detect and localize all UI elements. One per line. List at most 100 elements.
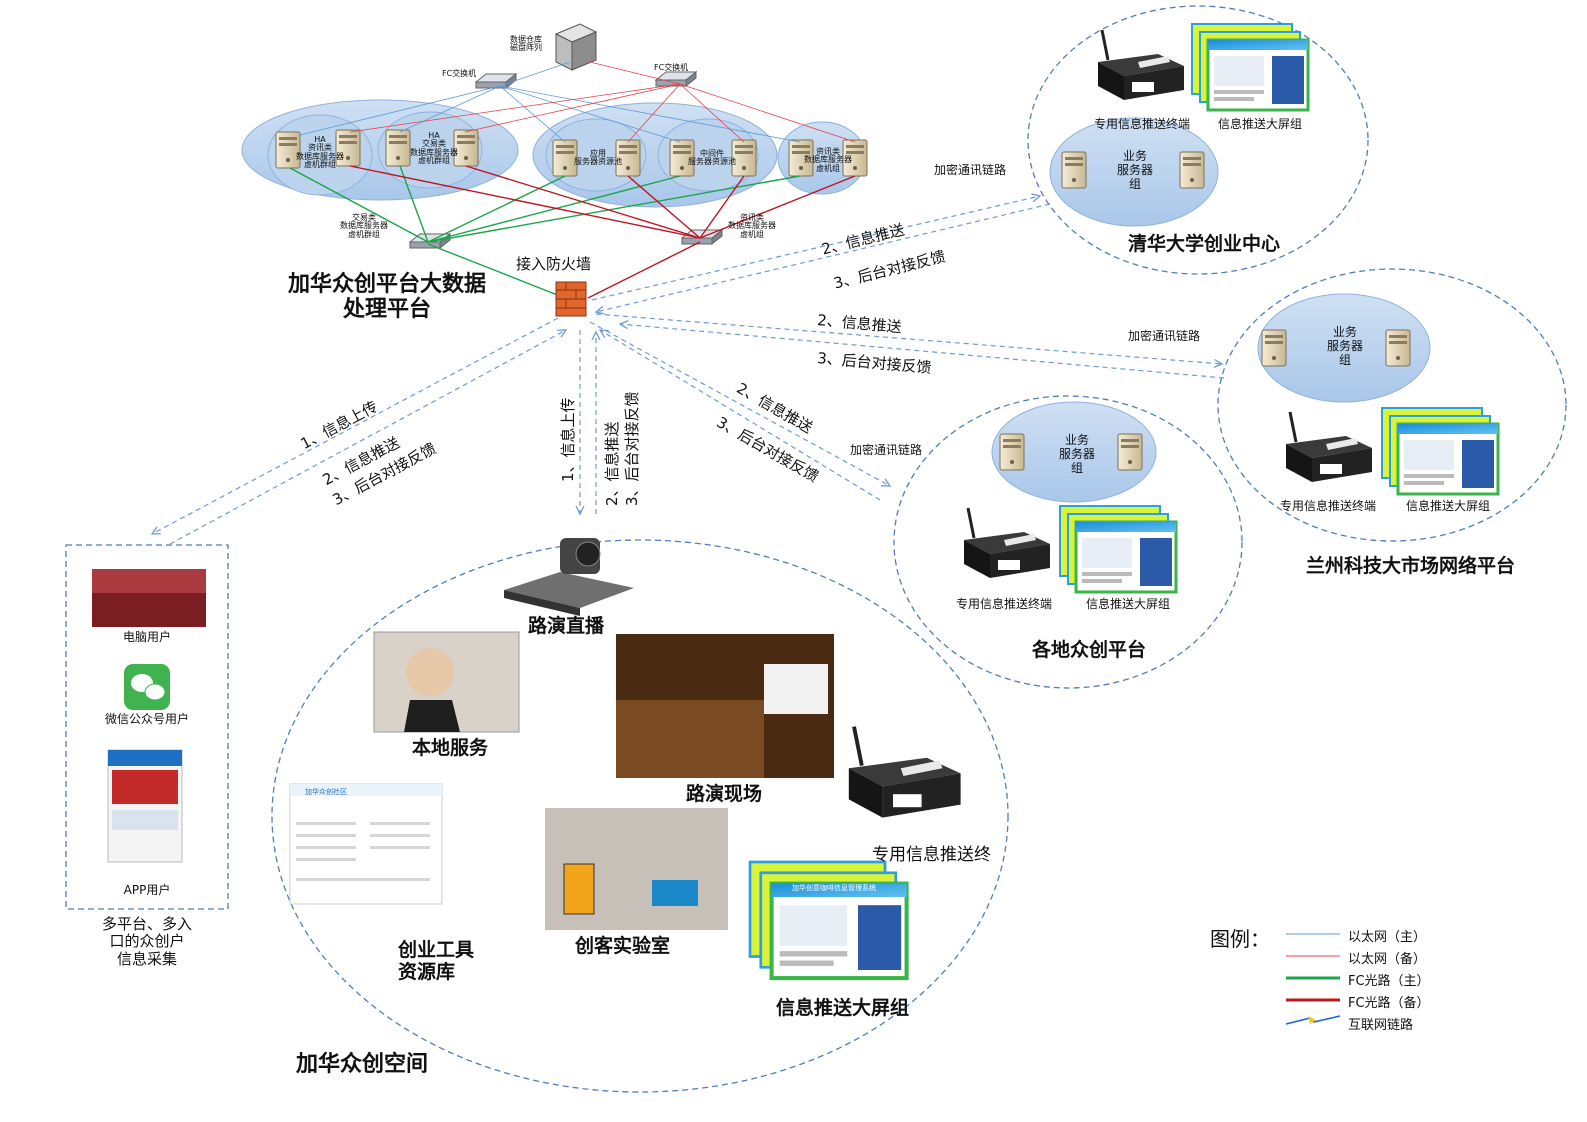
cluster2-line: HA xyxy=(428,131,440,140)
space-push-label: 2、信息推送 xyxy=(603,421,621,506)
legend-item: FC光路（主） xyxy=(1348,974,1430,989)
space-feedback-label: 3、后台对接反馈 xyxy=(623,391,641,506)
storage-array xyxy=(554,23,598,71)
local-node xyxy=(962,401,1178,594)
tools-label: 创业工具 资源库 xyxy=(398,939,475,984)
local-title: 各地众创平台 xyxy=(1032,639,1147,661)
cluster2-line: 虚机群组 xyxy=(418,156,450,166)
cluster2-line: 数据库服务器 xyxy=(410,147,458,157)
storage-label: 数据仓库 磁盘阵列 xyxy=(506,35,546,53)
users-caption-line: 多平台、多入 xyxy=(101,915,192,933)
datacenter xyxy=(241,23,868,317)
cluster4-label: 中间件 服务器资源池 xyxy=(688,149,736,167)
local-screens-label: 信息推送大屏组 xyxy=(1086,597,1171,611)
firewall-icon xyxy=(555,281,587,317)
lanzhou-title: 兰州科技大市场网络平台 xyxy=(1306,555,1516,577)
space-pictures xyxy=(289,538,963,978)
local-server-group: 业务 服务器 组 xyxy=(1052,433,1102,475)
tsinghua-terminal-label: 专用信息推送终端 xyxy=(1094,117,1191,131)
network-links xyxy=(152,196,1225,545)
cluster1-line: 数据库服务器 xyxy=(296,151,344,161)
cluster1-label: HA 资讯类 数据库服务器 虚机群组 xyxy=(296,135,344,170)
cluster3-label: 应用 服务器资源池 xyxy=(574,149,622,167)
cluster3-line: 应用 xyxy=(590,149,606,158)
storage-label-1: 数据仓库 xyxy=(510,35,542,44)
switch-left-line: 数据库服务器 xyxy=(340,221,388,231)
local-service-label: 本地服务 xyxy=(412,737,489,759)
pc-user-label: 电脑用户 xyxy=(122,630,171,644)
space-screens-label: 信息推送大屏组 xyxy=(776,997,910,1019)
cluster1-line: 虚机群组 xyxy=(304,160,336,170)
switch-right-label: 资讯类 数据库服务器 虚机组 xyxy=(728,213,776,239)
local-terminal-label: 专用信息推送终端 xyxy=(956,597,1053,611)
server-group-line: 业务 xyxy=(1332,325,1357,339)
lanzhou-server-group: 业务 服务器 组 xyxy=(1320,325,1370,367)
server-group-line: 服务器 xyxy=(1058,446,1095,461)
lanzhou-encrypted-label: 加密通讯链路 xyxy=(1128,329,1201,343)
server-group-line: 服务器 xyxy=(1326,338,1363,353)
fc-switch-right-label: FC交换机 xyxy=(654,63,689,72)
storage-label-2: 磁盘阵列 xyxy=(510,43,542,53)
legend-title: 图例： xyxy=(1210,927,1270,951)
cluster5-line: 虚机组 xyxy=(816,163,840,173)
cluster1-line: HA xyxy=(314,135,326,144)
community-title: 加华众创社区 xyxy=(305,788,347,796)
platform-title-line2: 处理平台 xyxy=(342,297,431,323)
tsinghua-title: 清华大学创业中心 xyxy=(1128,233,1281,255)
server-group-line: 组 xyxy=(1128,176,1141,191)
legend-item: FC光路（备） xyxy=(1348,996,1430,1011)
lanzhou-terminal-label: 专用信息推送终端 xyxy=(1280,499,1377,513)
firewall-label: 接入防火墙 xyxy=(516,255,592,273)
space-title: 加华众创空间 xyxy=(296,1052,429,1077)
legend-item: 以太网（备） xyxy=(1348,952,1427,967)
server-group-line: 组 xyxy=(1070,460,1083,475)
cluster3-line: 服务器资源池 xyxy=(574,157,622,167)
cluster4-line: 中间件 xyxy=(700,149,724,158)
lanzhou-screens-label: 信息推送大屏组 xyxy=(1406,499,1491,513)
tsinghua-node xyxy=(1049,22,1310,227)
switch-left-line: 交易类 xyxy=(352,213,376,222)
users-icons xyxy=(92,569,206,863)
server-group-line: 服务器 xyxy=(1116,162,1153,177)
roadshow-live-label: 路演直播 xyxy=(528,615,605,637)
switch-right-line: 虚机组 xyxy=(740,229,764,239)
maker-lab-label: 创客实验室 xyxy=(575,935,671,957)
server-group-line: 业务 xyxy=(1122,149,1147,163)
switch-right-line: 数据库服务器 xyxy=(728,221,776,231)
cluster5-line: 数据库服务器 xyxy=(804,155,852,165)
screen-banner: 加华创意咖啡信息管理系统 xyxy=(792,884,876,892)
tsinghua-encrypted-label: 加密通讯链路 xyxy=(934,163,1007,177)
local-encrypted-label: 加密通讯链路 xyxy=(850,443,923,457)
lanzhou-node xyxy=(1257,293,1500,496)
switch-left-line: 虚机群组 xyxy=(348,229,380,239)
platform-title: 加华众创平台大数据 处理平台 xyxy=(272,272,502,323)
cluster5-label: 资讯类 数据库服务器 虚机组 xyxy=(804,147,852,173)
cluster2-label: HA 交易类 数据库服务器 虚机群组 xyxy=(410,131,458,166)
users-caption-line: 口的众创户 xyxy=(109,932,185,951)
tools-label-line: 资源库 xyxy=(398,960,456,983)
switch-right-line: 资讯类 xyxy=(740,213,764,222)
legend-lines xyxy=(1285,933,1341,1025)
tsinghua-screens-label: 信息推送大屏组 xyxy=(1218,117,1303,131)
tsinghua-server-group: 业务 服务器 组 xyxy=(1110,149,1160,191)
switch-left-label: 交易类 数据库服务器 虚机群组 xyxy=(340,213,388,239)
space-upload-label: 1、信息上传 xyxy=(559,397,577,482)
platform-title-line1: 加华众创平台大数据 xyxy=(287,272,486,297)
roadshow-site-label: 路演现场 xyxy=(686,783,763,805)
space-terminal-label: 专用信息推送终 xyxy=(872,845,991,865)
wechat-user-label: 微信公众号用户 xyxy=(104,712,189,726)
fc-switch-left-label: FC交换机 xyxy=(442,69,477,78)
legend-item: 以太网（主） xyxy=(1348,930,1427,945)
legend-item: 互联网链路 xyxy=(1348,1018,1414,1033)
cluster4-line: 服务器资源池 xyxy=(688,157,736,167)
server-group-line: 组 xyxy=(1338,352,1351,367)
cluster1-line: 资讯类 xyxy=(308,143,332,153)
cluster2-line: 交易类 xyxy=(422,139,446,149)
tools-label-line: 创业工具 xyxy=(398,939,475,961)
cluster5-line: 资讯类 xyxy=(816,147,840,156)
server-group-line: 业务 xyxy=(1064,433,1089,447)
regions xyxy=(65,5,1567,1093)
camera-icon xyxy=(504,538,634,616)
